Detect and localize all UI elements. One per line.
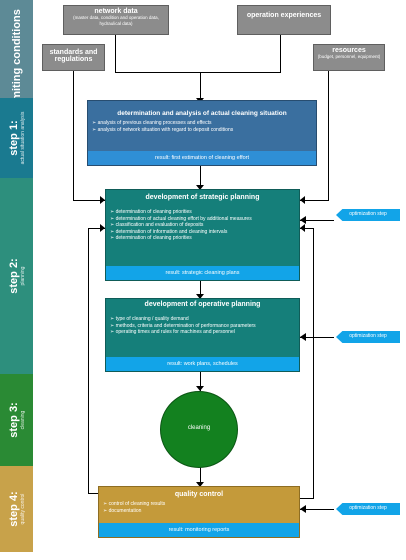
- network-data-box: network data (master data, condition and…: [63, 5, 169, 35]
- bullet-item: analysis of previous cleaning processes …: [92, 120, 312, 127]
- bullet-item: type of cleaning / quality demand: [110, 316, 295, 323]
- strategic-planning-box: development of strategic planning determ…: [105, 189, 300, 281]
- optimization-step-tag: optimization step: [336, 209, 400, 221]
- strategic-planning-bullets: determination of cleaning priorities det…: [106, 209, 299, 242]
- operative-planning-box: development of operative planning type o…: [105, 298, 300, 372]
- quality-control-bullets: control of cleaning results documentatio…: [99, 501, 299, 514]
- bullet-item: determination of information and cleanin…: [110, 229, 295, 236]
- actual-situation-bullets: analysis of previous cleaning processes …: [88, 120, 316, 134]
- operative-planning-result: result: work plans, schedules: [106, 357, 299, 371]
- operation-experiences-title: operation experiences: [246, 12, 322, 19]
- resources-title: resources: [332, 47, 366, 54]
- bullet-item: methods, criteria and determination of p…: [110, 323, 295, 330]
- bullet-item: control of cleaning results: [103, 501, 295, 508]
- operation-experiences-box: operation experiences: [237, 5, 331, 35]
- operative-planning-title: development of operative planning: [144, 301, 261, 308]
- sidebar-step-2: step 2:planning: [0, 178, 33, 374]
- bullet-item: documentation: [103, 508, 295, 515]
- bullet-item: determination of actual cleaning effort …: [110, 216, 295, 223]
- network-data-title: network data: [94, 8, 138, 15]
- resources-box: resources (budget, personnel, equipment): [313, 44, 385, 71]
- bullet-item: determination of cleaning priorities: [110, 235, 295, 242]
- cleaning-label: cleaning: [187, 425, 211, 431]
- sidebar-step-1: step 1:actual situation analysis: [0, 98, 33, 178]
- cleaning-circle: cleaning: [160, 391, 238, 468]
- optimization-step-tag: optimization step: [336, 331, 400, 343]
- resources-subtitle: (budget, personnel, equipment): [317, 54, 381, 59]
- standards-title: standards and regulations: [49, 49, 98, 63]
- operative-planning-bullets: type of cleaning / quality demand method…: [106, 316, 299, 336]
- quality-control-result: result: monitoring reports: [99, 523, 299, 537]
- sidebar-step-4: step 4:quality control: [0, 466, 33, 552]
- standards-box: standards and regulations: [42, 44, 105, 71]
- optimization-step-tag: optimization step: [336, 503, 400, 515]
- sidebar-limiting-conditions: limiting conditions: [0, 0, 33, 115]
- strategic-planning-result: result: strategic cleaning plans: [106, 266, 299, 280]
- actual-situation-title: determination and analysis of actual cle…: [117, 110, 287, 117]
- bullet-item: operating times and rules for machines a…: [110, 329, 295, 336]
- sidebar-step-3: step 3:cleaning: [0, 374, 33, 466]
- strategic-planning-title: development of strategic planning: [145, 194, 260, 201]
- actual-situation-box: determination and analysis of actual cle…: [87, 100, 317, 166]
- quality-control-title: quality control: [174, 491, 224, 498]
- bullet-item: analysis of network situation with regar…: [92, 127, 312, 134]
- actual-situation-result: result: first estimation of cleaning eff…: [88, 151, 316, 165]
- bullet-item: classification and evaluation of deposit…: [110, 222, 295, 229]
- bullet-item: determination of cleaning priorities: [110, 209, 295, 216]
- network-data-subtitle: (master data, condition and operation da…: [73, 15, 159, 26]
- quality-control-box: quality control control of cleaning resu…: [98, 486, 300, 538]
